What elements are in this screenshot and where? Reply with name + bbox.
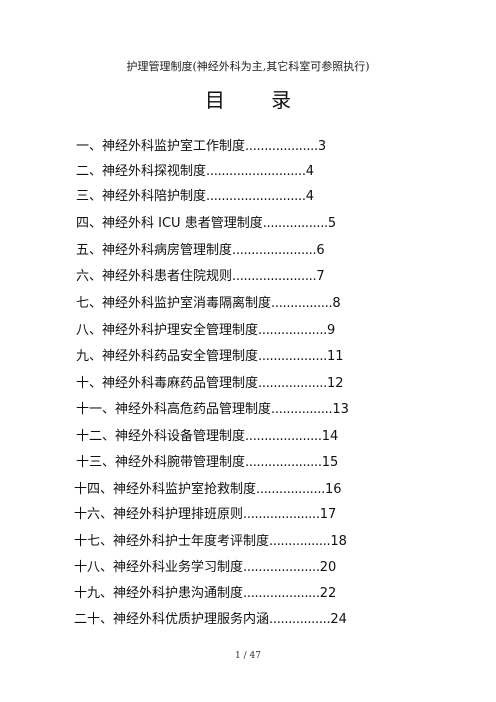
toc-entry[interactable]: 十三、神经外科腕带管理制度....................15 (76, 454, 338, 472)
toc-entry-title: 神经外科护理排班原则 (113, 507, 244, 522)
toc-entry-number: 四、 (76, 216, 103, 231)
toc-entry-title: 神经外科监护室工作制度 (102, 139, 246, 154)
toc-entry[interactable]: 三、神经外科陪护制度..........................4 (76, 188, 314, 206)
toc-entry-page-number: 11 (327, 349, 344, 364)
toc-entry-leader-dots: .......................... (206, 189, 306, 204)
toc-entry[interactable]: 六、神经外科患者住院规则......................7 (76, 268, 325, 286)
toc-entry-leader-dots: ................ (269, 534, 331, 549)
toc-entry-leader-dots: .................... (243, 507, 320, 522)
toc-entry[interactable]: 十九、神经外科护患沟通制度....................22 (74, 585, 336, 603)
toc-entry[interactable]: 八、神经外科护理安全管理制度..................9 (76, 322, 335, 340)
toc-entry[interactable]: 九、神经外科药品安全管理制度..................11 (76, 348, 344, 366)
toc-entry-title: 神经外科毒麻药品管理制度 (102, 376, 259, 391)
toc-entry-page-number: 15 (321, 455, 339, 470)
toc-entry-leader-dots: .................. (258, 349, 328, 364)
document-header-title: 护理管理制度(神经外科为主,其它科室可参照执行) (126, 60, 370, 73)
page-indicator: 1 / 47 (235, 651, 261, 661)
toc-entry-number: 十九、 (74, 586, 114, 601)
toc-entry-title: 神经外科高危药品管理制度 (115, 402, 272, 417)
toc-entry-title: 神经外科业务学习制度 (113, 560, 244, 575)
toc-entry-title: 神经外科设备管理制度 (115, 429, 246, 444)
toc-entry-title: 神经外科护理安全管理制度 (102, 323, 259, 338)
toc-entry-title: 神经外科监护室抢救制度 (113, 482, 257, 497)
toc-entry-number: 十四、 (74, 482, 114, 497)
toc-entry-page-number: 17 (319, 507, 337, 522)
toc-entry-page-number: 6 (316, 243, 325, 258)
toc-entry-number: 五、 (76, 243, 103, 258)
toc-entry-title: 神经外科 ICU 患者管理制度 (102, 216, 263, 231)
toc-entry-number: 九、 (76, 349, 103, 364)
toc-entry[interactable]: 五、神经外科病房管理制度......................6 (76, 242, 325, 260)
toc-entry-page-number: 12 (327, 376, 344, 391)
toc-entry-title: 神经外科病房管理制度 (102, 243, 233, 258)
toc-entry-page-number: 4 (305, 164, 314, 179)
toc-entry-title: 神经外科患者住院规则 (102, 269, 233, 284)
toc-entry[interactable]: 十八、神经外科业务学习制度....................20 (74, 559, 336, 577)
toc-entry-title: 神经外科陪护制度 (102, 189, 207, 204)
toc-entry-page-number: 5 (327, 216, 337, 231)
toc-entry-title: 神经外科护患沟通制度 (113, 586, 244, 601)
toc-entry[interactable]: 十一、神经外科高危药品管理制度................13 (76, 401, 349, 419)
toc-entry-number: 十三、 (76, 455, 116, 470)
toc-entry-page-number: 13 (332, 402, 349, 417)
toc-entry-page-number: 14 (321, 429, 339, 444)
toc-entry-leader-dots: .................. (258, 323, 328, 338)
toc-entry-page-number: 22 (319, 586, 337, 601)
toc-heading: 目 录 (204, 88, 312, 112)
toc-entry-page-number: 18 (330, 534, 347, 549)
toc-entry-page-number: 24 (330, 612, 347, 627)
toc-entry-leader-dots: ................. (262, 216, 328, 231)
toc-entry-leader-dots: .................... (245, 429, 322, 444)
toc-entry-page-number: 7 (316, 269, 325, 284)
toc-entry[interactable]: 十、神经外科毒麻药品管理制度..................12 (76, 375, 344, 393)
toc-entry-number: 七、 (76, 296, 103, 311)
toc-entry-title: 神经外科护士年度考评制度 (113, 534, 270, 549)
toc-entry-number: 一、 (76, 139, 103, 154)
toc-entry-number: 十七、 (74, 534, 114, 549)
toc-entry-leader-dots: ................ (269, 612, 331, 627)
toc-entry[interactable]: 二十、神经外科优质护理服务内涵................24 (74, 611, 347, 629)
toc-entry-number: 十二、 (76, 429, 116, 444)
toc-entry[interactable]: 七、神经外科监护室消毒隔离制度................8 (76, 295, 341, 313)
toc-entry-leader-dots: .................... (243, 586, 320, 601)
toc-entry-number: 十八、 (74, 560, 114, 575)
toc-entry-leader-dots: ...................... (232, 243, 317, 258)
toc-entry-leader-dots: ...................... (232, 269, 317, 284)
toc-entry-number: 二十、 (74, 612, 114, 627)
toc-entry-number: 六、 (76, 269, 103, 284)
toc-entry-number: 十、 (76, 376, 103, 391)
toc-entry[interactable]: 十七、神经外科护士年度考评制度................18 (74, 533, 347, 551)
toc-entry-leader-dots: .................. (258, 376, 328, 391)
toc-entry-leader-dots: .................. (256, 482, 326, 497)
toc-entry-leader-dots: ................ (271, 402, 333, 417)
toc-entry[interactable]: 四、神经外科 ICU 患者管理制度.................5 (76, 215, 336, 233)
toc-entry-number: 二、 (76, 164, 103, 179)
toc-entry-number: 三、 (76, 189, 103, 204)
toc-entry[interactable]: 十二、神经外科设备管理制度....................14 (76, 428, 338, 446)
toc-entry-title: 神经外科监护室消毒隔离制度 (102, 296, 272, 311)
toc-entry-page-number: 9 (327, 323, 336, 338)
toc-entry-leader-dots: ................... (245, 139, 318, 154)
toc-entry-leader-dots: .......................... (206, 164, 306, 179)
toc-entry-leader-dots: ................ (271, 296, 333, 311)
toc-entry[interactable]: 一、神经外科监护室工作制度...................3 (76, 138, 326, 156)
toc-entry-title: 神经外科药品安全管理制度 (102, 349, 259, 364)
toc-entry-page-number: 4 (305, 189, 314, 204)
toc-entry-title: 神经外科腕带管理制度 (115, 455, 246, 470)
toc-entry-page-number: 3 (317, 139, 327, 154)
toc-entry-page-number: 16 (325, 482, 342, 497)
toc-entry-title: 神经外科探视制度 (102, 164, 207, 179)
toc-entry[interactable]: 十四、神经外科监护室抢救制度..................16 (74, 481, 342, 499)
toc-entry-title: 神经外科优质护理服务内涵 (113, 612, 270, 627)
toc-entry-page-number: 20 (319, 560, 337, 575)
toc-entry-leader-dots: .................... (243, 560, 320, 575)
toc-entry-number: 八、 (76, 323, 103, 338)
toc-entry-number: 十一、 (76, 402, 116, 417)
toc-entry-leader-dots: .................... (245, 455, 322, 470)
toc-entry[interactable]: 十六、神经外科护理排班原则....................17 (74, 506, 336, 524)
toc-entry-page-number: 8 (332, 296, 341, 311)
toc-entry-number: 十六、 (74, 507, 114, 522)
toc-entry[interactable]: 二、神经外科探视制度..........................4 (76, 163, 314, 181)
